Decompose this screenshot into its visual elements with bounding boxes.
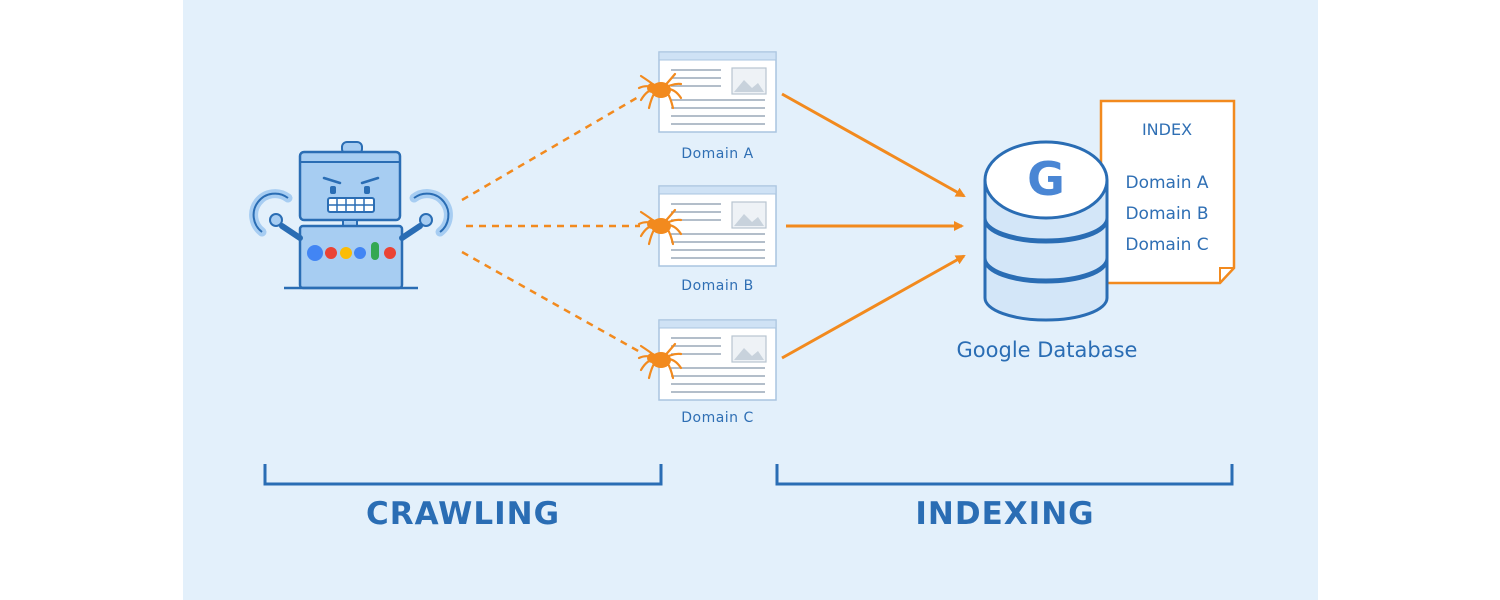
spider-icon xyxy=(637,208,683,246)
google-logo-icon xyxy=(307,242,396,261)
database-icon: G xyxy=(983,140,1109,322)
index-line-b: Domain B xyxy=(1125,204,1208,224)
crawl-links xyxy=(461,94,641,354)
logo-dot xyxy=(340,247,352,259)
database-caption: Google Database xyxy=(957,338,1138,362)
page-caption-a: Domain A xyxy=(681,146,753,162)
logo-dot xyxy=(307,245,323,261)
crawling-bracket xyxy=(263,464,663,486)
index-line-a: Domain A xyxy=(1126,173,1209,193)
spider-icon xyxy=(637,72,683,110)
crawling-label: CRAWLING xyxy=(366,496,560,532)
spider-icon xyxy=(637,342,683,380)
logo-dot xyxy=(354,247,366,259)
arrow-a xyxy=(781,92,966,198)
page-caption-c: Domain C xyxy=(681,410,754,426)
webpage-icon xyxy=(658,319,777,401)
webpage-icon xyxy=(658,51,777,133)
page-caption-b: Domain B xyxy=(681,278,753,294)
indexing-bracket xyxy=(775,464,1234,486)
webpage-icon xyxy=(658,185,777,267)
index-document-icon: INDEX Domain A Domain B Domain C xyxy=(1099,99,1236,285)
index-arrows xyxy=(781,92,966,360)
logo-dot xyxy=(384,247,396,259)
index-title: INDEX xyxy=(1142,120,1192,139)
logo-dot xyxy=(325,247,337,259)
crawl-link-a xyxy=(461,94,641,202)
crawl-link-c xyxy=(461,250,641,354)
index-line-c: Domain C xyxy=(1125,235,1208,255)
indexing-label: INDEXING xyxy=(915,496,1094,532)
crawler-robot-icon xyxy=(249,141,453,290)
database-logo-letter: G xyxy=(1027,152,1065,206)
arrow-c xyxy=(781,254,966,360)
logo-dot xyxy=(371,242,379,260)
